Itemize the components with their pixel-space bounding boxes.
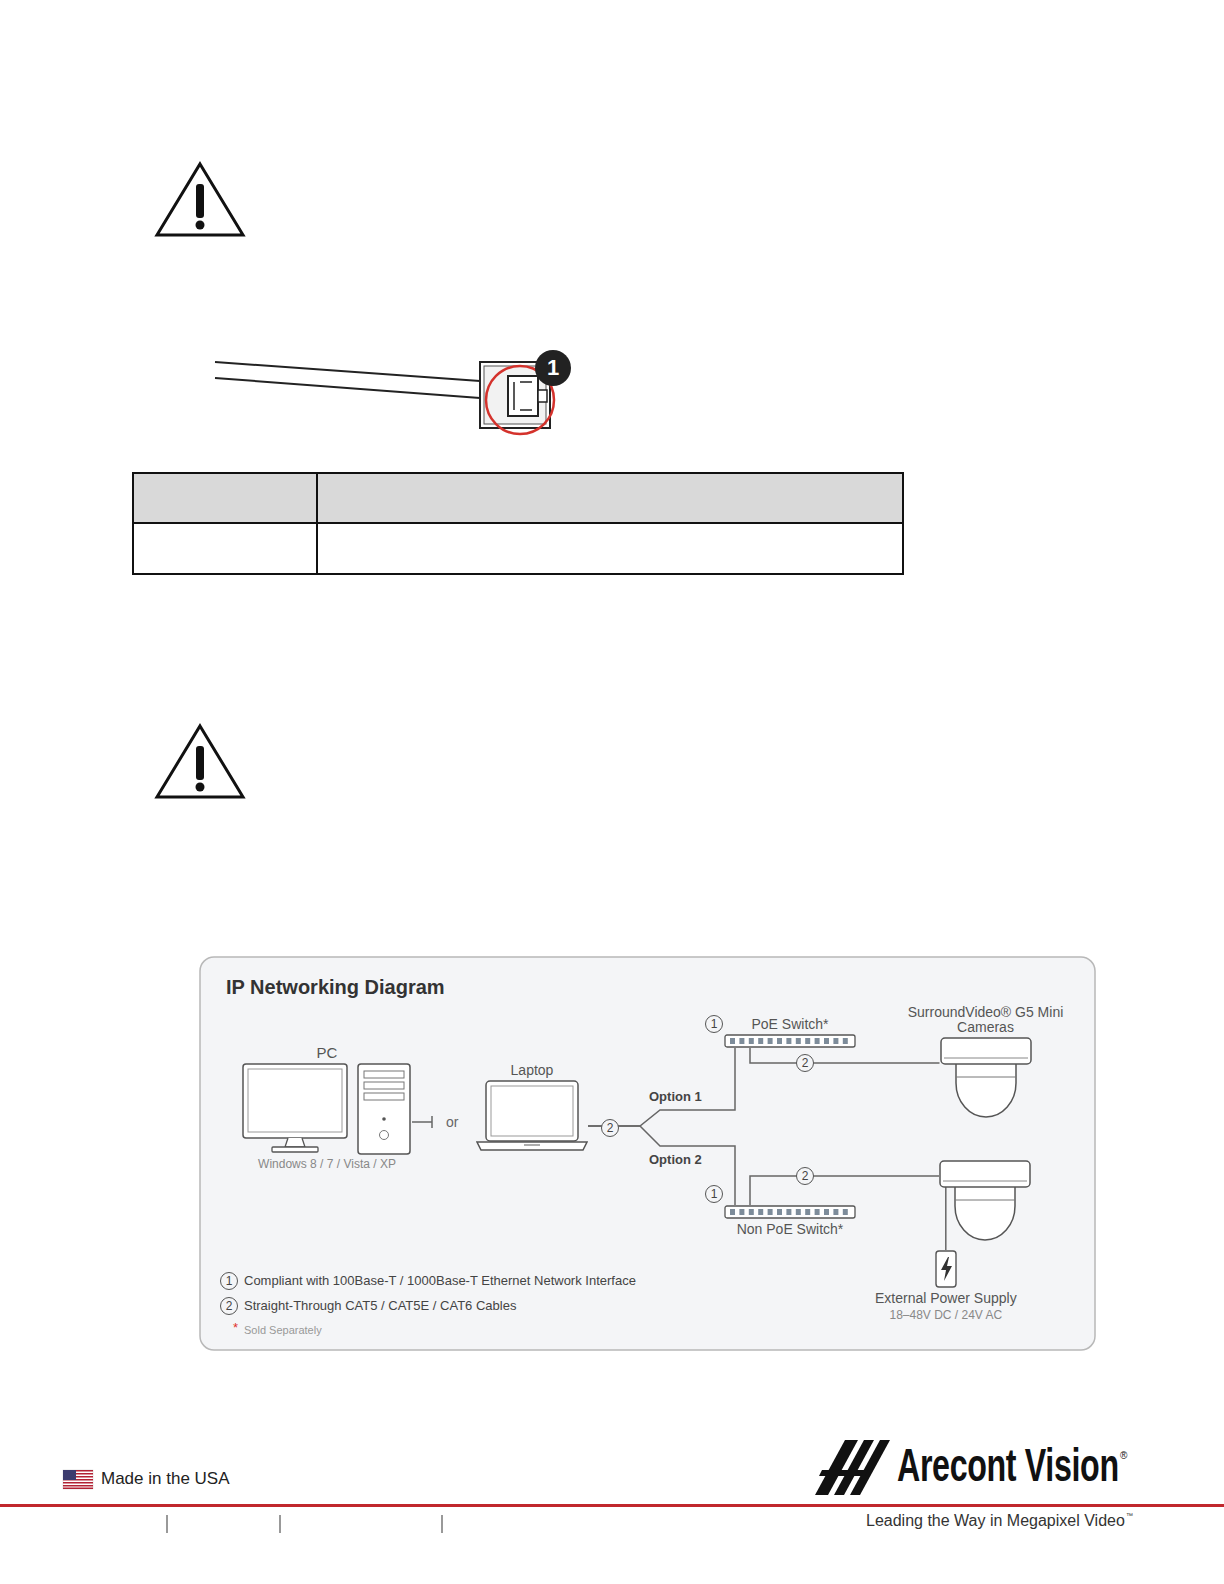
edge-label: Option 2 — [648, 1152, 703, 1167]
edge-label-wrap: 2 — [796, 1167, 814, 1185]
logo-mark — [815, 1440, 890, 1495]
legend-text: Straight-Through CAT5 / CAT5E / CAT6 Cab… — [244, 1298, 516, 1313]
pc-cable-stub — [412, 1116, 432, 1128]
label-wrap: Straight-Through CAT5 / CAT5E / CAT6 Cab… — [244, 1298, 516, 1313]
legend-text: Compliant with 100Base-T / 1000Base-T Et… — [244, 1273, 636, 1288]
node-text: PoE Switch* — [751, 1016, 828, 1032]
pc-icon — [242, 1063, 412, 1155]
label-wrap: 1 — [535, 350, 571, 386]
callout-number: 2 — [796, 1054, 814, 1072]
callout-number: 1 — [705, 1015, 723, 1033]
callout-number: 1 — [535, 350, 571, 386]
note-text: Sold Separately — [244, 1324, 322, 1336]
made-in-usa: Made in the USA — [101, 1469, 230, 1489]
node-text: External Power Supply — [875, 1290, 1017, 1306]
node-text: Laptop — [511, 1062, 554, 1078]
power-supply-icon — [935, 1250, 957, 1288]
camera-node: SurroundVideo® G5 Mini Cameras — [898, 1003, 1073, 1119]
footer-separators — [167, 1515, 442, 1533]
asterisk: * — [233, 1320, 238, 1335]
label-wrap: * — [233, 1320, 238, 1335]
label-wrap: 2 — [601, 1119, 619, 1137]
label-wrap: Compliant with 100Base-T / 1000Base-T Et… — [244, 1273, 636, 1288]
legend-number: 2 — [220, 1297, 238, 1315]
us-flag — [63, 1470, 93, 1489]
edge-label: Option 1 — [648, 1089, 703, 1104]
or-text: or — [446, 1114, 458, 1130]
camera-icon — [939, 1160, 1031, 1242]
label-wrap: Made in the USA — [101, 1469, 230, 1489]
camera-icon — [940, 1037, 1032, 1119]
edge-label-wrap: Option 1 — [648, 1089, 703, 1104]
edge-label-wrap: Option 2 — [648, 1152, 703, 1167]
network-cable-line — [588, 1048, 735, 1126]
label-wrap: 1 — [705, 1015, 723, 1033]
brand-name: Arecont Vision — [897, 1438, 1119, 1492]
node-text: PC — [317, 1044, 338, 1061]
trademark: ™ — [1126, 1512, 1133, 1519]
label-wrap: Arecont Vision — [897, 1438, 1214, 1492]
network-cable-line — [750, 1176, 939, 1205]
node-text: Windows 8 / 7 / Vista / XP — [258, 1157, 396, 1171]
diagram-frame — [200, 957, 1095, 1350]
network-cable-line — [750, 1048, 940, 1063]
edge-label-wrap: 2 — [796, 1054, 814, 1072]
registered-mark: ® — [1120, 1450, 1127, 1461]
node-text: 18–48V DC / 24V AC — [889, 1308, 1002, 1322]
label-wrap: 2 — [220, 1297, 238, 1315]
laptop-icon — [476, 1080, 588, 1152]
label-wrap: Leading the Way in Megapixel Video — [866, 1512, 1125, 1530]
legend-number: 1 — [220, 1272, 238, 1290]
warning-icon — [157, 164, 243, 235]
pc-node: PC Windows 8 / 7 / Vista / XP — [242, 1042, 412, 1173]
label-wrap: ® — [1120, 1450, 1127, 1461]
label-wrap: Sold Separately — [244, 1324, 322, 1336]
switch-node: Non PoE Switch* — [724, 1205, 856, 1239]
empty-table — [133, 473, 903, 574]
callout-number: 1 — [705, 1185, 723, 1203]
camera-node — [939, 1160, 1031, 1242]
diagram-title: IP Networking Diagram — [226, 976, 445, 999]
tagline: Leading the Way in Megapixel Video — [866, 1512, 1125, 1530]
title-wrap: IP Networking Diagram — [226, 976, 445, 999]
callout-number: 2 — [601, 1119, 619, 1137]
poe-switch-icon — [724, 1034, 856, 1048]
laptop-node: Laptop — [476, 1060, 588, 1152]
switch-node: PoE Switch* — [724, 1014, 856, 1048]
label-wrap: or — [446, 1114, 458, 1130]
node-text: Non PoE Switch* — [737, 1221, 844, 1237]
label-wrap: 1 — [220, 1272, 238, 1290]
label-wrap: ™ — [1126, 1512, 1133, 1519]
footer-rule — [0, 1504, 1224, 1507]
network-cable-line — [945, 1187, 947, 1250]
switch-icon — [724, 1205, 856, 1219]
callout-number: 2 — [796, 1167, 814, 1185]
node-text: SurroundVideo® G5 Mini Cameras — [898, 1005, 1073, 1035]
power-supply-node: External Power Supply 18–48V DC / 24V AC — [875, 1250, 1017, 1322]
label-wrap: 1 — [705, 1185, 723, 1203]
warning-icon — [157, 726, 243, 797]
network-cable-line — [588, 1126, 735, 1205]
